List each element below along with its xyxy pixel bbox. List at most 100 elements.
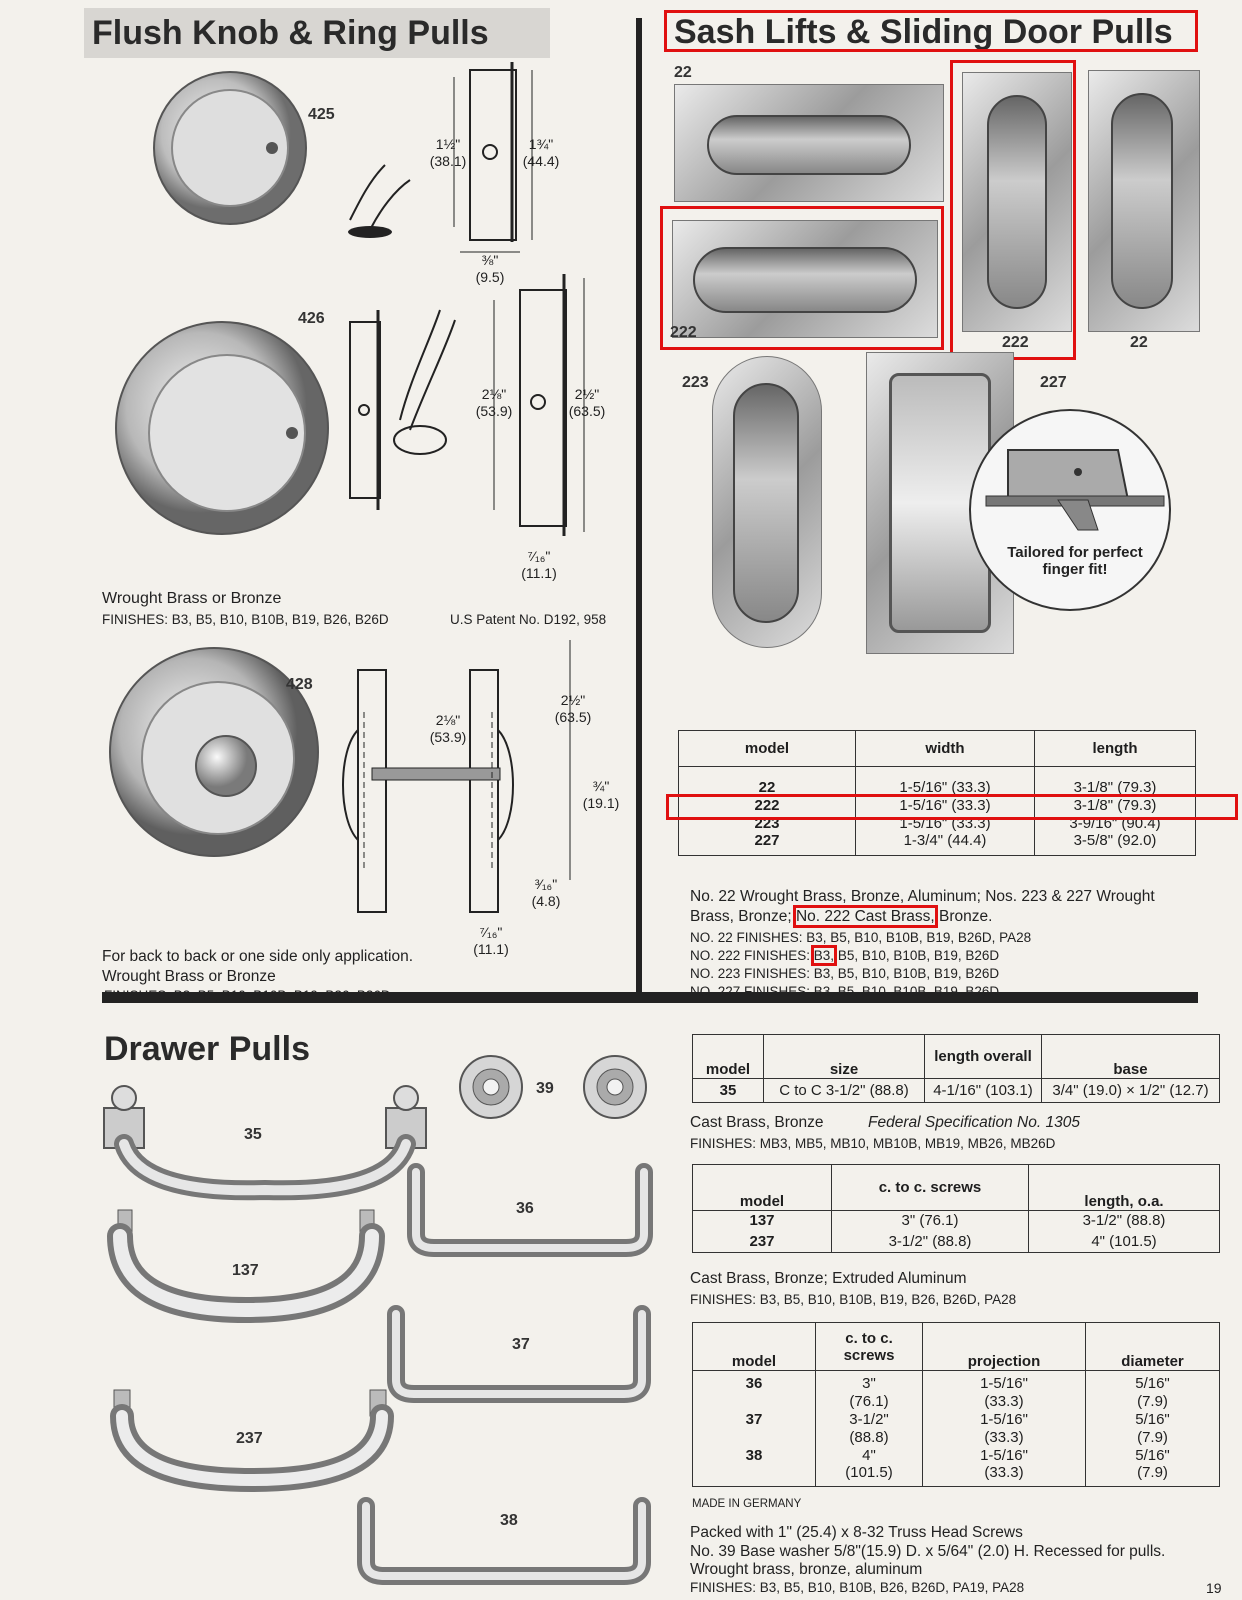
table-cell: 3-1/2" (88.8): [1028, 1210, 1220, 1231]
dim-426-outer: 2½"(63.5): [562, 386, 612, 420]
drawer-t1-material: Cast Brass, Bronze: [690, 1114, 824, 1131]
table-cell: 36: [692, 1370, 816, 1392]
highlight-222-cast-brass: No. 222 Cast Brass,: [792, 905, 938, 928]
table-cell: (101.5): [815, 1464, 923, 1487]
col-width: width: [855, 730, 1035, 767]
table-cell: 3-1/2" (88.8): [831, 1230, 1029, 1253]
note-text: B5, B10, B10B, B19, B26D: [834, 948, 1000, 963]
table-cell: 4" (101.5): [1028, 1230, 1220, 1253]
dim-metric: (63.5): [554, 709, 592, 725]
dim-425-height: 1½"(38.1): [428, 136, 468, 170]
highlight-row-222: [666, 794, 1238, 820]
note-text: NO. 222 FINISHES:: [690, 948, 814, 963]
pull-recess: [987, 95, 1047, 309]
table-cell: 5/16": [1085, 1370, 1220, 1392]
table-cell: 137: [692, 1210, 832, 1231]
sash-label-222-right: 222: [1002, 334, 1029, 351]
dim-value: ⁷⁄₁₆": [527, 548, 551, 564]
highlight-222-horizontal: [660, 206, 944, 350]
finger-sketch-425: [348, 164, 411, 238]
note-text: Bronze.: [934, 908, 993, 925]
drawer-finishes: FINISHES: B3, B5, B10, B10B, B26, B26D, …: [690, 1580, 1025, 1595]
drawer-t2-finishes: FINISHES: B3, B5, B10, B10B, B19, B26, B…: [690, 1292, 1017, 1307]
col-c-to-c: c. to c. screws: [815, 1322, 923, 1371]
sash-note-line1: No. 22 Wrought Brass, Bronze, Aluminum; …: [690, 888, 1155, 905]
col-size: size: [763, 1034, 925, 1079]
section-drawing-426: [493, 274, 585, 536]
table-cell: (7.9): [1085, 1392, 1220, 1410]
dim-425-outer: 1¾"(44.4): [516, 136, 566, 170]
table-cell: (88.8): [815, 1428, 923, 1446]
table-cell: 1-5/16": [922, 1370, 1086, 1392]
drawer-pull-36: [407, 1163, 653, 1257]
table-cell: 1-3/4" (44.4): [855, 832, 1035, 856]
table-cell: 4-1/16" (103.1): [924, 1078, 1042, 1103]
table-cell: 3-5/8" (92.0): [1034, 832, 1196, 856]
col-model: model: [692, 1164, 832, 1211]
dim-426-depth: ⁷⁄₁₆"(11.1): [516, 548, 562, 582]
sash-label-22-right: 22: [1130, 334, 1148, 351]
dim-metric: (44.4): [522, 153, 560, 169]
table-cell: 3" (76.1): [831, 1210, 1029, 1231]
table-cell: 35: [692, 1078, 764, 1103]
tailored-caption: Tailored for perfect finger fit!: [1007, 544, 1143, 578]
table-cell: 37: [692, 1410, 816, 1428]
drawer-label-39: 39: [536, 1080, 554, 1097]
drawer-label-35: 35: [244, 1126, 262, 1143]
sash-label-22-top: 22: [674, 64, 692, 81]
patent-number: U.S Patent No. D192, 958: [450, 612, 607, 627]
table-cell: 3": [815, 1370, 923, 1392]
drawer-label-36: 36: [516, 1200, 534, 1217]
model-label-426: 426: [298, 310, 325, 327]
sash-pull-22-vertical: [1088, 70, 1200, 332]
drawer-label-237: 237: [236, 1430, 263, 1447]
dim-428-outer: 2½"(63.5): [548, 692, 598, 726]
dim-428-knob: ¾"(19.1): [578, 778, 624, 812]
table-cell: C to C 3-1/2" (88.8): [763, 1078, 925, 1103]
sash-label-227: 227: [1040, 374, 1067, 391]
note-text: Brass, Bronze;: [690, 908, 796, 925]
col-model: model: [692, 1322, 816, 1371]
dim-metric: (11.1): [521, 565, 557, 581]
finishes-223: NO. 223 FINISHES: B3, B5, B10, B10B, B19…: [690, 966, 1000, 981]
table-cell: 3-1/8" (79.3): [1034, 766, 1196, 796]
packed-note: Packed with 1" (25.4) x 8-32 Truss Head …: [690, 1524, 1023, 1541]
sash-pull-22-horizontal: [674, 84, 944, 202]
flush-finishes-2: FINISHES: B3, B5, B10, B10B, B19, B26, B…: [104, 988, 391, 1003]
drawer-pull-38: [357, 1497, 651, 1585]
drawer-label-38: 38: [500, 1512, 518, 1529]
pull-recess: [733, 383, 799, 623]
sash-pull-222-vertical: [962, 72, 1072, 332]
table-cell: 222: [678, 796, 856, 814]
dim-metric: (38.1): [429, 153, 467, 169]
finger-fit-inset: [969, 409, 1171, 611]
table-cell: 3-1/8" (79.3): [1034, 796, 1196, 814]
section-drawing-425: [453, 62, 533, 253]
table-cell: 3-1/2": [815, 1410, 923, 1428]
dim-value: ⁷⁄₁₆": [479, 924, 503, 940]
col-length-oa: length, o.a.: [1028, 1164, 1220, 1211]
section-drawing-426-side: [349, 309, 456, 510]
table-cell: 22: [678, 766, 856, 796]
column-divider: [636, 18, 642, 998]
table-cell: [692, 1428, 816, 1446]
model-label-428: 428: [286, 676, 313, 693]
table-cell: 38: [692, 1446, 816, 1464]
finishes-22: NO. 22 FINISHES: B3, B5, B10, B10B, B19,…: [690, 930, 1032, 945]
drawer-material: Wrought brass, bronze, aluminum: [690, 1561, 923, 1578]
drawer-pull-37: [387, 1305, 651, 1403]
col-model: model: [692, 1034, 764, 1079]
sash-label-222-left: 222: [670, 324, 697, 341]
highlight-sash-heading: [664, 10, 1198, 52]
flush-note-back: For back to back or one side only applic…: [102, 948, 414, 965]
highlight-222-vertical: [950, 60, 1076, 360]
flush-finishes-1: FINISHES: B3, B5, B10, B10B, B19, B26, B…: [102, 612, 389, 627]
dim-value: ¾": [592, 778, 610, 794]
drawer-pull-35: [103, 1085, 427, 1201]
table-cell: (76.1): [815, 1392, 923, 1410]
flush-material-1: Wrought Brass or Bronze: [102, 590, 282, 607]
dim-value: ⅜": [481, 252, 499, 268]
table-cell: 5/16": [1085, 1410, 1220, 1428]
dim-metric: (53.9): [429, 729, 467, 745]
sash-pull-222-horizontal: [672, 220, 938, 338]
